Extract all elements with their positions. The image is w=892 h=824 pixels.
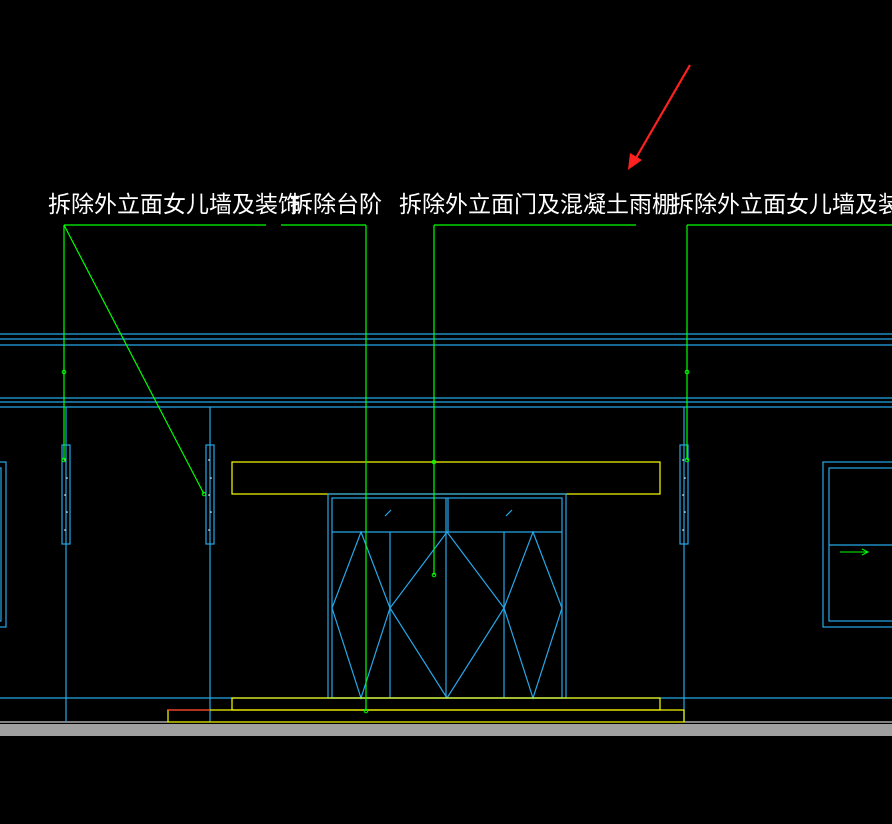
label-demolish-door-canopy: 拆除外立面门及混凝土雨棚 <box>399 192 675 218</box>
columns <box>61 407 689 722</box>
red-arrow-icon <box>628 64 691 170</box>
window-arrow-icon <box>840 548 870 556</box>
left-window <box>0 461 7 628</box>
leader-lines <box>63 224 892 711</box>
label-demolish-parapet-right: 拆除外立面女儿墙及装饰 <box>671 192 892 218</box>
facade-bands <box>0 333 892 699</box>
leader-points <box>61 369 690 714</box>
entrance-door <box>327 493 567 700</box>
ground-strip <box>0 724 892 736</box>
canopy <box>231 461 661 495</box>
label-demolish-steps: 拆除台阶 <box>290 192 382 218</box>
entrance-steps <box>167 697 685 723</box>
column-hatching <box>64 459 686 531</box>
label-demolish-parapet-left: 拆除外立面女儿墙及装饰 <box>48 192 301 218</box>
right-window <box>822 461 892 628</box>
